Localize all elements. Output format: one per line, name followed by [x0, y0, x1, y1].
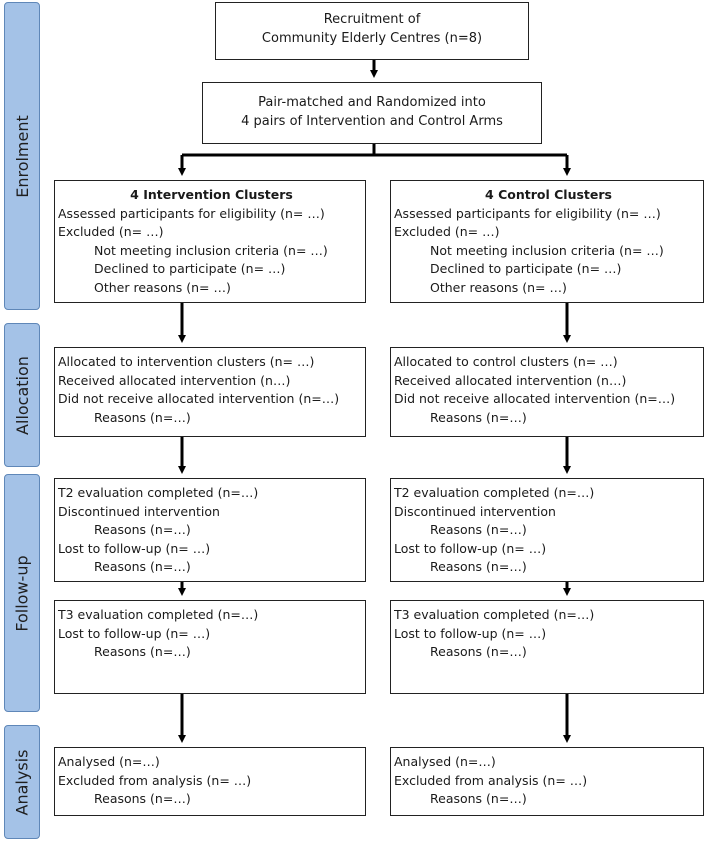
intervention-enrolment-lines: Assessed participants for eligibility (n…: [58, 205, 365, 298]
box-line: Reasons (n=…): [430, 409, 527, 425]
control-t2-lines: T2 evaluation completed (n=…) Discontinue…: [394, 484, 703, 577]
intervention-t3-box: T3 evaluation completed (n=…) Lost to fol…: [54, 600, 366, 694]
intervention-analysis-lines: Analysed (n=…) Excluded from analysis (n=…: [58, 753, 365, 809]
intervention-analysis-box: Analysed (n=…) Excluded from analysis (n=…: [54, 747, 366, 816]
recruitment-line-2: Community Elderly Centres (n=8): [261, 31, 483, 46]
box-line: Assessed participants for eligibility (n…: [58, 205, 325, 221]
phase-allocation-label: Allocation: [12, 355, 32, 435]
box-line: Reasons (n=…): [94, 522, 191, 538]
box-line: Excluded from analysis (n= …): [394, 772, 588, 788]
intervention-t3-lines: T3 evaluation completed (n=…) Lost to fol…: [58, 606, 365, 662]
recruitment-box: Recruitment of Community Elderly Centres…: [215, 2, 529, 60]
intervention-enrolment-title: 4 Intervention Clusters: [130, 187, 293, 202]
control-t2-box: T2 evaluation completed (n=…) Discontinue…: [390, 478, 704, 582]
box-line: Other reasons (n= …): [94, 279, 231, 295]
box-line: Reasons (n=…): [94, 559, 191, 575]
randomization-line-2: 4 pairs of Intervention and Control Arms: [241, 114, 503, 129]
box-line: Lost to follow-up (n= …): [394, 540, 547, 556]
randomization-box: Pair-matched and Randomized into 4 pairs…: [202, 82, 542, 144]
box-line: Reasons (n=…): [94, 644, 191, 660]
control-enrolment-title: 4 Control Clusters: [485, 187, 612, 202]
control-enrolment-lines: Assessed participants for eligibility (n…: [394, 205, 703, 298]
box-line: Discontinued intervention: [58, 503, 220, 519]
intervention-allocation-box: Allocated to intervention clusters (n= ……: [54, 347, 366, 437]
box-line: Allocated to control clusters (n= …): [394, 354, 618, 369]
phase-enrolment-label: Enrolment: [12, 114, 32, 198]
box-line: Excluded (n= …): [394, 224, 500, 240]
box-line: Received allocated intervention (n…): [58, 372, 291, 388]
box-line: Analysed (n=…): [58, 754, 160, 769]
box-line: Did not receive allocated intervention (…: [394, 391, 676, 407]
control-analysis-lines: Analysed (n=…) Excluded from analysis (n=…: [394, 753, 703, 809]
box-line: T3 evaluation completed (n=…): [394, 607, 595, 622]
intervention-t2-lines: T2 evaluation completed (n=…) Discontinue…: [58, 484, 365, 577]
box-line: T2 evaluation completed (n=…): [58, 485, 259, 500]
control-enrolment-box: 4 Control Clusters Assessed participants…: [390, 180, 704, 303]
box-line: Reasons (n=…): [430, 791, 527, 807]
box-line: T2 evaluation completed (n=…): [394, 485, 595, 500]
box-line: Reasons (n=…): [430, 644, 527, 660]
control-analysis-box: Analysed (n=…) Excluded from analysis (n=…: [390, 747, 704, 816]
box-line: Lost to follow-up (n= …): [58, 625, 211, 641]
control-t3-lines: T3 evaluation completed (n=…) Lost to fol…: [394, 606, 703, 662]
box-line: Analysed (n=…): [394, 754, 496, 769]
box-line: T3 evaluation completed (n=…): [58, 607, 259, 622]
box-line: Declined to participate (n= …): [430, 261, 622, 277]
phase-follow-up-label: Follow-up: [12, 554, 32, 632]
box-line: Reasons (n=…): [430, 559, 527, 575]
box-line: Reasons (n=…): [430, 522, 527, 538]
phase-allocation: Allocation: [4, 323, 40, 467]
box-line: Lost to follow-up (n= …): [58, 540, 211, 556]
box-line: Not meeting inclusion criteria (n= …): [430, 242, 664, 258]
box-line: Reasons (n=…): [94, 791, 191, 807]
intervention-t2-box: T2 evaluation completed (n=…) Discontinue…: [54, 478, 366, 582]
box-line: Discontinued intervention: [394, 503, 556, 519]
box-line: Did not receive allocated intervention (…: [58, 391, 340, 407]
box-line: Allocated to intervention clusters (n= ……: [58, 354, 315, 369]
phase-analysis: Analysis: [4, 725, 40, 839]
control-allocation-box: Allocated to control clusters (n= …) Rece…: [390, 347, 704, 437]
box-line: Assessed participants for eligibility (n…: [394, 205, 661, 221]
box-line: Reasons (n=…): [94, 409, 191, 425]
control-allocation-lines: Allocated to control clusters (n= …) Rece…: [394, 353, 703, 427]
randomization-line-1: Pair-matched and Randomized into: [258, 95, 486, 110]
intervention-allocation-lines: Allocated to intervention clusters (n= ……: [58, 353, 365, 427]
box-line: Excluded from analysis (n= …): [58, 772, 252, 788]
recruitment-line-1: Recruitment of: [323, 12, 421, 27]
control-t3-box: T3 evaluation completed (n=…) Lost to fol…: [390, 600, 704, 694]
box-line: Not meeting inclusion criteria (n= …): [94, 242, 328, 258]
intervention-enrolment-box: 4 Intervention Clusters Assessed partici…: [54, 180, 366, 303]
box-line: Excluded (n= …): [58, 224, 164, 240]
phase-enrolment: Enrolment: [4, 2, 40, 310]
box-line: Received allocated intervention (n…): [394, 372, 627, 388]
box-line: Other reasons (n= …): [430, 279, 567, 295]
phase-analysis-label: Analysis: [12, 749, 32, 815]
box-line: Lost to follow-up (n= …): [394, 625, 547, 641]
box-line: Declined to participate (n= …): [94, 261, 286, 277]
phase-follow-up: Follow-up: [4, 474, 40, 712]
